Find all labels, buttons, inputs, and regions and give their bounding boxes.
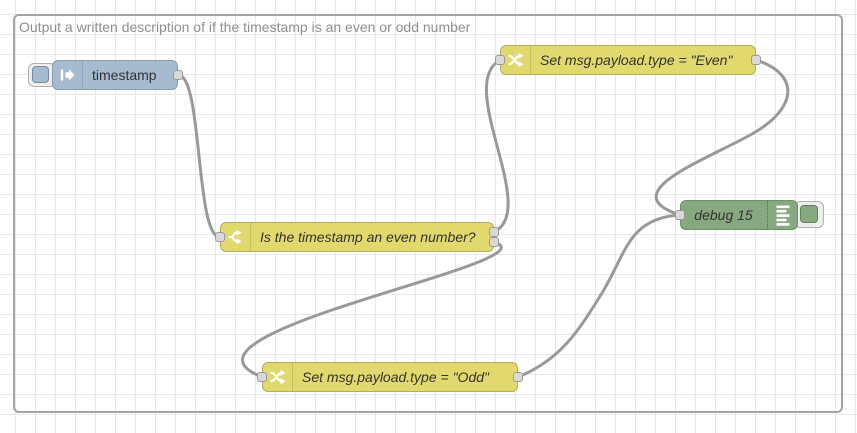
node-label: Set msg.payload.type = "Odd" xyxy=(302,369,489,385)
node-label: Is the timestamp an even number? xyxy=(260,229,476,245)
output-port[interactable] xyxy=(513,372,523,382)
input-port[interactable] xyxy=(257,372,267,382)
change-node-odd[interactable]: Set msg.payload.type = "Odd" xyxy=(262,362,518,392)
debug-toggle-button-inner[interactable] xyxy=(800,205,818,223)
wire-change-odd-to-debug[interactable] xyxy=(516,213,682,379)
output-port[interactable] xyxy=(751,55,761,65)
wire-change-even-to-debug[interactable] xyxy=(654,58,790,217)
wire-switch-to-change-odd[interactable] xyxy=(241,240,503,379)
change-shuffle-icon xyxy=(501,46,531,74)
group-label: Output a written description of if the t… xyxy=(19,19,471,35)
input-port[interactable] xyxy=(215,232,225,242)
change-shuffle-icon xyxy=(263,363,293,391)
inject-arrow-icon xyxy=(53,61,83,89)
inject-node-timestamp[interactable]: timestamp xyxy=(52,60,178,90)
wire-inject-to-switch[interactable] xyxy=(176,73,222,239)
output-port-1[interactable] xyxy=(489,227,499,237)
node-label: Set msg.payload.type = "Even" xyxy=(540,52,733,68)
switch-node[interactable]: Is the timestamp an even number? xyxy=(220,222,494,252)
output-port[interactable] xyxy=(173,70,183,80)
node-label: debug 15 xyxy=(694,207,753,223)
node-label: timestamp xyxy=(92,67,157,83)
debug-list-icon xyxy=(767,201,797,229)
debug-node[interactable]: debug 15 xyxy=(680,200,798,230)
inject-button-inner[interactable] xyxy=(32,66,49,83)
input-port[interactable] xyxy=(495,55,505,65)
input-port[interactable] xyxy=(675,210,685,220)
change-node-even[interactable]: Set msg.payload.type = "Even" xyxy=(500,45,756,75)
flow-group[interactable]: Output a written description of if the t… xyxy=(13,14,843,413)
switch-fork-icon xyxy=(221,223,251,251)
output-port-2[interactable] xyxy=(489,237,499,247)
wire-switch-to-change-even[interactable] xyxy=(485,58,510,234)
